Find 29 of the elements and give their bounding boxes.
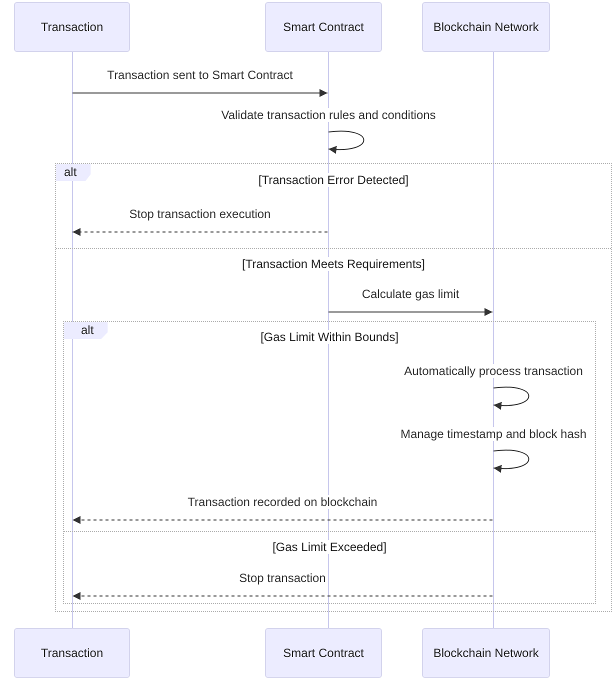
participant-box: Smart Contract — [265, 2, 382, 52]
message-label: Calculate gas limit — [360, 287, 460, 301]
message-label: Transaction recorded on blockchain — [186, 495, 378, 509]
guard-condition: [Gas Limit Exceeded] — [271, 540, 388, 554]
message-label: Manage timestamp and block hash — [399, 427, 588, 441]
guard-condition: [Transaction Meets Requirements] — [241, 257, 426, 271]
message-label: Stop transaction execution — [128, 207, 272, 221]
message-label: Transaction sent to Smart Contract — [106, 68, 294, 82]
message-label: Validate transaction rules and conditions — [220, 108, 437, 122]
frame-tag: alt — [56, 164, 91, 181]
self-message-arrow — [493, 386, 530, 410]
message-label: Automatically process transaction — [403, 364, 584, 378]
message-label: Stop transaction — [238, 571, 327, 585]
participant-box: Blockchain Network — [422, 628, 550, 678]
self-message-arrow — [328, 130, 364, 154]
message-arrow — [72, 592, 493, 600]
participant-box: Transaction — [14, 2, 130, 52]
guard-condition: [Gas Limit Within Bounds] — [259, 330, 400, 344]
message-arrow — [72, 89, 328, 97]
message-arrow — [72, 516, 493, 524]
self-message-arrow — [493, 450, 530, 472]
participant-box: Blockchain Network — [422, 2, 550, 52]
frame-tag: alt — [64, 322, 108, 339]
participant-box: Transaction — [14, 628, 130, 678]
guard-condition: [Transaction Error Detected] — [257, 173, 410, 187]
lifeline — [492, 52, 494, 628]
message-arrow — [72, 228, 328, 236]
message-arrow — [328, 308, 493, 316]
participant-box: Smart Contract — [265, 628, 382, 678]
